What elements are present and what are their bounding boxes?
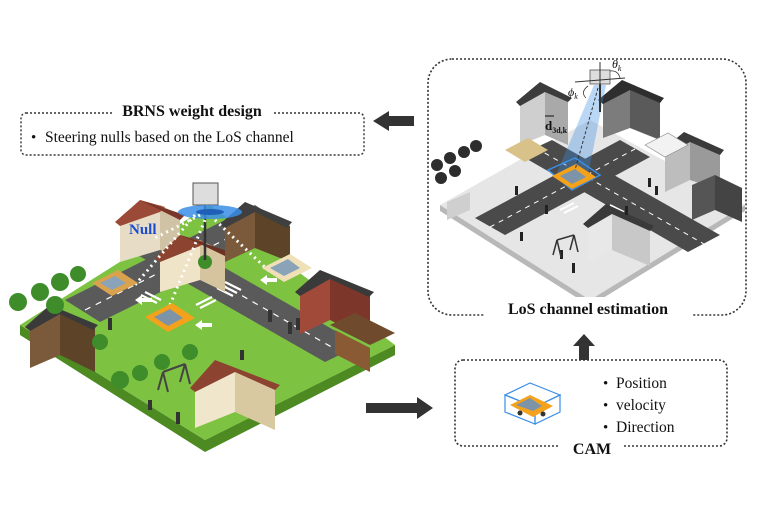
brns-bullet-0: Steering nulls based on the LoS channel xyxy=(45,129,294,146)
beam-lines xyxy=(133,213,272,306)
arrow-cam-to-los xyxy=(573,334,595,360)
brns-title: BRNS weight design xyxy=(122,103,262,120)
trees xyxy=(9,255,212,389)
cam-bullet-dot-0: • xyxy=(603,376,608,392)
cam-bullet-1: velocity xyxy=(616,397,666,414)
car-center xyxy=(145,303,195,332)
car-left xyxy=(92,270,138,296)
cam-panel: • Position • velocity • Direction CAM xyxy=(454,359,728,458)
theta-symbol: θk xyxy=(612,57,622,73)
cam-bullet-0: Position xyxy=(616,375,667,392)
distance-symbol: d3d,k xyxy=(545,118,568,135)
cam-bullet-dot-1: • xyxy=(603,398,608,414)
null-label: Null xyxy=(129,222,157,238)
people xyxy=(108,310,300,424)
los-panel: θk ϕk d3d,k LoS channel estimation xyxy=(427,57,747,319)
brns-bullet-dot: • xyxy=(31,130,36,146)
house-right xyxy=(295,270,395,372)
ground-side xyxy=(20,325,395,452)
car-right xyxy=(262,254,312,282)
los-caption: LoS channel estimation xyxy=(508,301,668,318)
cam-car-icon xyxy=(503,382,562,425)
house-top-right xyxy=(220,202,292,262)
garage xyxy=(190,360,280,430)
cam-bullet-dot-2: • xyxy=(603,420,608,436)
swing xyxy=(157,363,191,393)
arrow-to-brns xyxy=(373,111,414,131)
cam-bullet-2: Direction xyxy=(616,419,675,436)
arrow-to-cam xyxy=(366,397,433,419)
left-city-scene: Null xyxy=(9,182,395,452)
phi-symbol: ϕk xyxy=(568,85,578,101)
brns-box: BRNS weight design • Steering nulls base… xyxy=(20,101,365,156)
los-buildings xyxy=(447,80,742,266)
cam-caption: CAM xyxy=(573,441,611,458)
los-beam xyxy=(556,85,606,175)
house-left xyxy=(25,305,98,372)
